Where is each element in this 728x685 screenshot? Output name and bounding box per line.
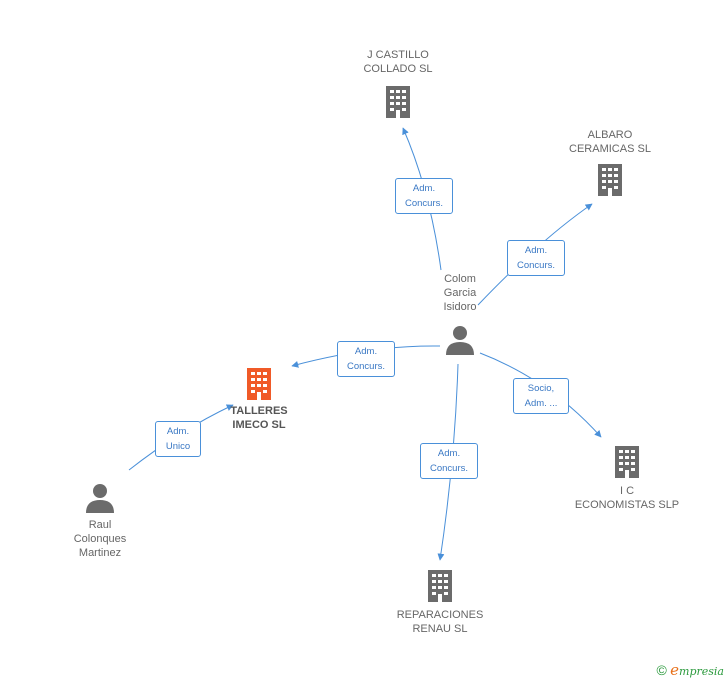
node-colom-garcia-isidoro[interactable]: Colom Garcia Isidoro: [420, 272, 500, 356]
person-icon: [86, 484, 114, 513]
node-label: RENAU SL: [412, 623, 468, 635]
node-label: REPARACIONES: [396, 609, 484, 621]
role-box-colom-reparaciones[interactable]: Adm. Concurs.: [420, 443, 478, 479]
node-label: TALLERES: [230, 405, 288, 417]
node-label: ALBARO: [587, 129, 633, 141]
building-icon: [247, 368, 271, 400]
person-icon: [446, 326, 474, 355]
copyright-symbol: ©: [656, 662, 667, 678]
role-label: Adm.: [437, 448, 461, 459]
role-box-colom-albaro[interactable]: Adm. Concurs.: [507, 240, 565, 276]
building-icon: [598, 164, 622, 196]
node-label: Raul: [88, 519, 112, 531]
node-label: CERAMICAS SL: [569, 143, 651, 155]
brand-logo-text: mpresia: [679, 665, 724, 678]
node-label: IMECO SL: [232, 419, 286, 431]
node-label: Garcia: [443, 287, 477, 299]
role-label: Adm.: [412, 183, 436, 194]
node-reparaciones-renau[interactable]: REPARACIONES RENAU SL: [388, 568, 492, 636]
node-talleres-imeco[interactable]: TALLERES IMECO SL: [214, 366, 304, 432]
role-label: Concurs.: [346, 361, 385, 372]
role-label: Socio,: [527, 383, 555, 394]
role-box-raul-talleres[interactable]: Adm. Unico: [155, 421, 201, 457]
node-label: Colonques: [73, 533, 127, 545]
role-label: Concurs.: [429, 463, 468, 474]
building-icon: [428, 570, 452, 602]
role-label: Adm. ...: [524, 398, 558, 409]
role-label: Adm.: [166, 426, 190, 437]
role-label: Unico: [165, 441, 191, 452]
node-label: COLLADO SL: [363, 63, 433, 75]
building-icon: [615, 446, 639, 478]
node-raul-colonques-martinez[interactable]: Raul Colonques Martinez: [60, 482, 140, 560]
node-j-castillo-collado[interactable]: J CASTILLO COLLADO SL: [348, 48, 448, 120]
role-label: Adm.: [354, 346, 378, 357]
brand-logo-initial: e: [670, 661, 680, 679]
role-label: Concurs.: [516, 260, 555, 271]
role-box-colom-ic[interactable]: Socio, Adm. ...: [513, 378, 569, 414]
building-icon: [386, 86, 410, 118]
node-label: ECONOMISTAS SLP: [574, 499, 680, 511]
node-label: I C: [619, 485, 635, 497]
copyright-brand: © empresia: [656, 661, 724, 679]
role-box-colom-j-castillo[interactable]: Adm. Concurs.: [395, 178, 453, 214]
node-ic-economistas[interactable]: I C ECONOMISTAS SLP: [572, 444, 682, 512]
role-box-colom-talleres[interactable]: Adm. Concurs.: [337, 341, 395, 377]
role-label: Concurs.: [404, 198, 443, 209]
node-label: J CASTILLO: [367, 49, 429, 61]
node-label: Martinez: [78, 547, 122, 559]
node-label: Isidoro: [443, 301, 477, 313]
node-albaro-ceramicas[interactable]: ALBARO CERAMICAS SL: [560, 128, 660, 198]
role-label: Adm.: [524, 245, 548, 256]
node-label: Colom: [444, 273, 476, 285]
